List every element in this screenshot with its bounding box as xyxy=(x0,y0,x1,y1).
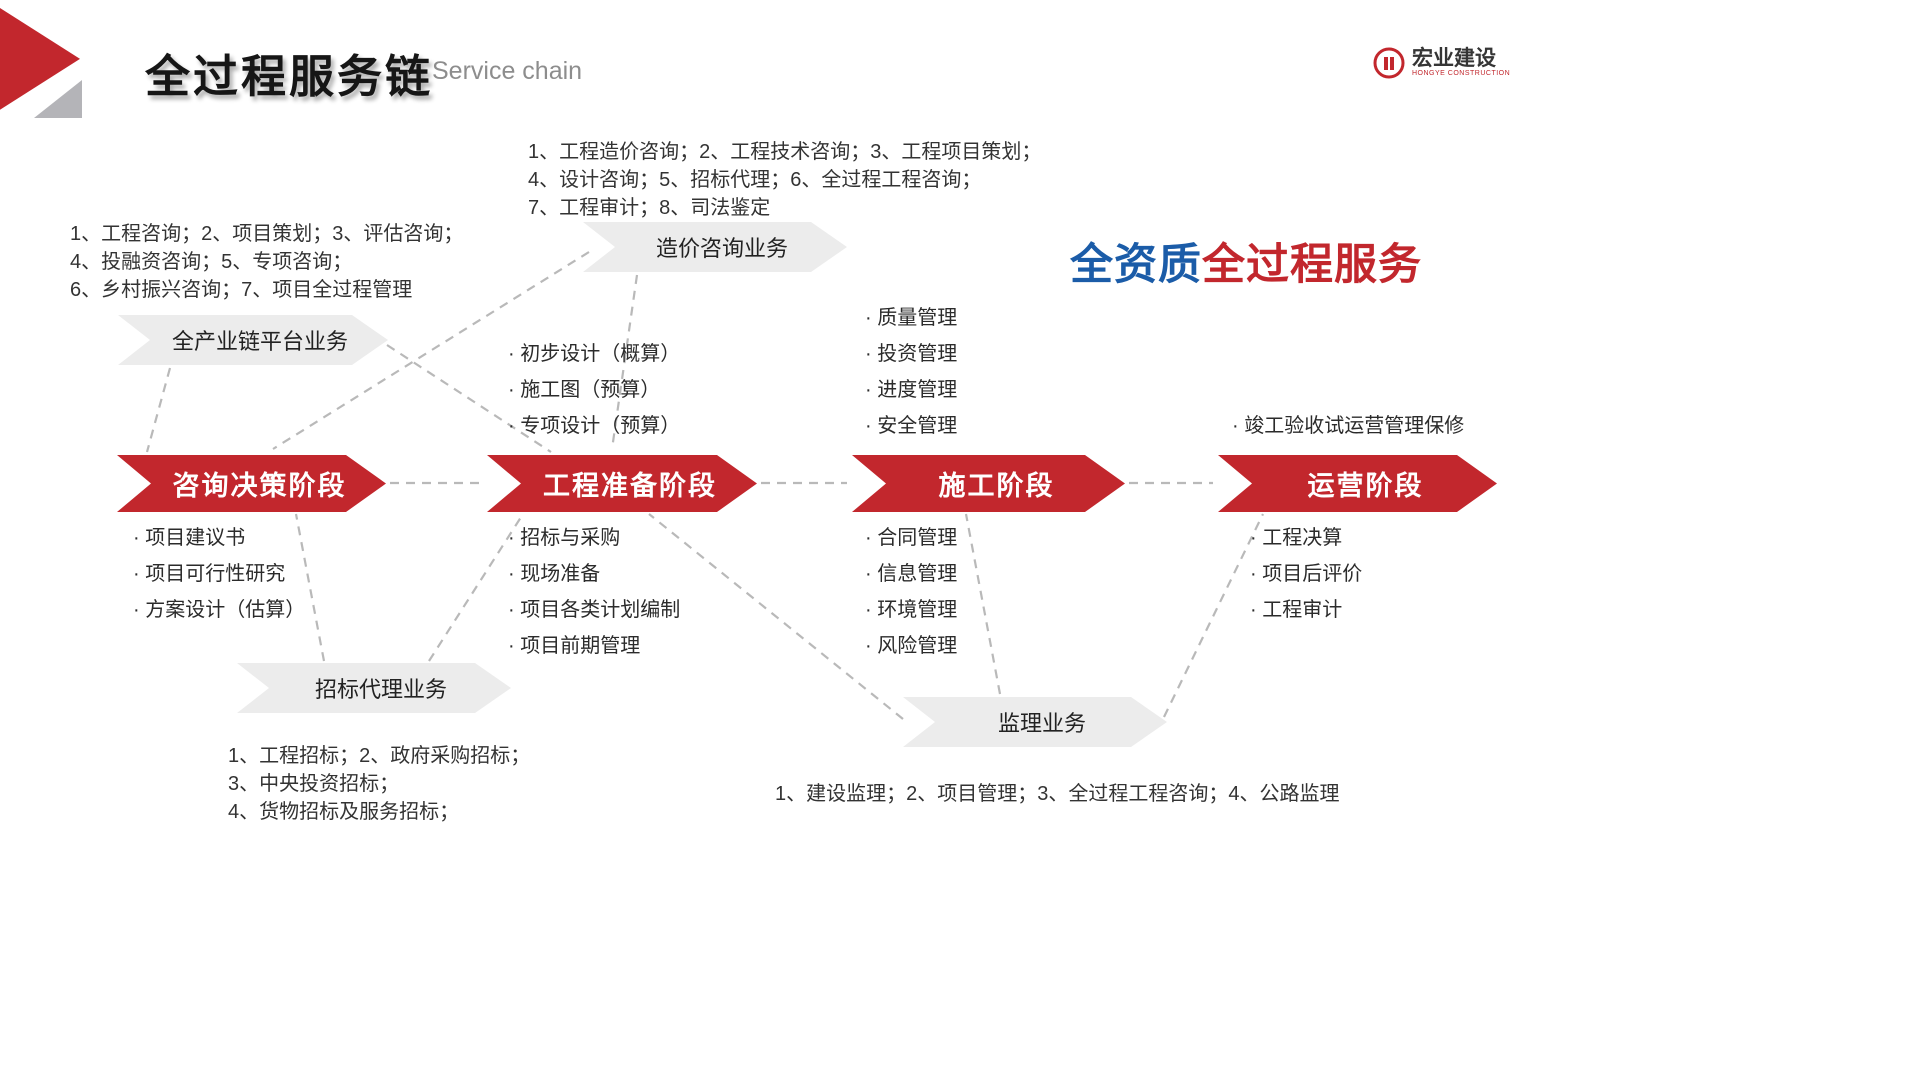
connector-platform-stage2 xyxy=(386,344,552,453)
stage2-above-list: · 初步设计（概算） · 施工图（预算） · 专项设计（预算） xyxy=(508,336,680,444)
list-item: · 合同管理 xyxy=(865,527,958,549)
banner-label: 全产业链平台业务 xyxy=(171,329,348,354)
company-logo: 宏业建设 HONGYE CONSTRUCTION xyxy=(1372,46,1510,80)
list-item: · 施工图（预算） xyxy=(508,379,661,401)
bidding-agency-note: 1、工程招标；2、政府采购招标； 3、中央投资招标； 4、货物招标及服务招标； xyxy=(228,742,530,826)
logo-subtext: HONGYE CONSTRUCTION xyxy=(1412,69,1511,77)
list-item: · 安全管理 xyxy=(865,415,958,437)
list-item: · 项目建议书 xyxy=(133,527,246,549)
list-item: · 项目后评价 xyxy=(1250,563,1363,585)
connector-supervision-stage3 xyxy=(964,513,1002,695)
stage1-below-list: · 项目建议书 · 项目可行性研究 · 方案设计（估算） xyxy=(133,520,305,628)
connector-supervision-stage4 xyxy=(1163,513,1264,718)
list-item: · 进度管理 xyxy=(865,379,958,401)
connector-cost-stage1 xyxy=(272,251,590,450)
list-item: · 初步设计（概算） xyxy=(508,343,681,365)
banner-platform-business: 全产业链平台业务 xyxy=(118,315,388,365)
note-line: 1、工程造价咨询；2、工程技术咨询；3、工程项目策划； xyxy=(528,141,1042,163)
note-line: 4、投融资咨询；5、专项咨询； xyxy=(70,251,353,273)
banner-label: 招标代理业务 xyxy=(314,677,447,702)
logo-text: 宏业建设 xyxy=(1412,46,1496,70)
stage-label: 咨询决策阶段 xyxy=(172,471,347,501)
list-item: · 工程决算 xyxy=(1250,527,1343,549)
note-line: 7、工程审计；8、司法鉴定 xyxy=(528,197,771,219)
stage2-below-list: · 招标与采购 · 现场准备 · 项目各类计划编制 · 项目前期管理 xyxy=(508,520,680,664)
stage4-above-list: · 竣工验收试运营管理保修 xyxy=(1232,408,1464,444)
stage-arrow-engineering-preparation: 工程准备阶段 xyxy=(487,455,757,512)
logo-icon xyxy=(1373,47,1405,79)
banner-label: 造价咨询业务 xyxy=(655,236,788,261)
banner-label: 监理业务 xyxy=(997,711,1086,736)
list-item: · 方案设计（估算） xyxy=(133,599,306,621)
cost-consulting-note: 1、工程造价咨询；2、工程技术咨询；3、工程项目策划； 4、设计咨询；5、招标代… xyxy=(528,138,1041,222)
stage3-below-list: · 合同管理 · 信息管理 · 环境管理 · 风险管理 xyxy=(865,520,957,664)
list-item: · 风险管理 xyxy=(865,635,958,657)
headline-red-part: 全过程服务 xyxy=(1202,241,1422,289)
stage3-above-list: · 质量管理 · 投资管理 · 进度管理 · 安全管理 xyxy=(865,300,957,444)
note-line: 1、工程咨询；2、项目策划；3、评估咨询； xyxy=(70,223,464,245)
list-item: · 信息管理 xyxy=(865,563,958,585)
headline-blue-part: 全资质 xyxy=(1070,241,1202,289)
banner-bidding-agency-business: 招标代理业务 xyxy=(237,663,511,713)
list-item: · 项目各类计划编制 xyxy=(508,599,681,621)
note-line: 1、工程招标；2、政府采购招标； xyxy=(228,745,531,767)
note-line: 1、建设监理；2、项目管理；3、全过程工程咨询；4、公路监理 xyxy=(775,783,1340,805)
stage-arrow-construction: 施工阶段 xyxy=(852,455,1125,512)
connector-bidding-stage1 xyxy=(294,513,326,662)
stage-label: 运营阶段 xyxy=(1307,471,1424,501)
banner-cost-consulting-business: 造价咨询业务 xyxy=(583,222,847,272)
list-item: · 项目可行性研究 xyxy=(133,563,286,585)
stage-label: 施工阶段 xyxy=(938,471,1055,501)
list-item: · 工程审计 xyxy=(1250,599,1343,621)
list-item: · 竣工验收试运营管理保修 xyxy=(1232,415,1465,437)
stage4-below-list: · 工程决算 · 项目后评价 · 工程审计 xyxy=(1250,520,1362,628)
stage-label: 工程准备阶段 xyxy=(543,471,717,501)
connector-supervision-stage2 xyxy=(648,513,904,720)
list-item: · 专项设计（预算） xyxy=(508,415,681,437)
stage-arrow-operation: 运营阶段 xyxy=(1218,455,1497,512)
banner-supervision-business: 监理业务 xyxy=(903,697,1167,747)
connector-platform-stage1 xyxy=(145,367,172,453)
list-item: · 环境管理 xyxy=(865,599,958,621)
platform-business-note: 1、工程咨询；2、项目策划；3、评估咨询； 4、投融资咨询；5、专项咨询； 6、… xyxy=(70,220,463,304)
note-line: 4、设计咨询；5、招标代理；6、全过程工程咨询； xyxy=(528,169,982,191)
note-line: 3、中央投资招标； xyxy=(228,773,400,795)
list-item: · 现场准备 xyxy=(508,563,601,585)
headline: 全资质全过程服务 xyxy=(1070,230,1422,292)
list-item: · 质量管理 xyxy=(865,307,958,329)
stage-arrow-consulting-decision: 咨询决策阶段 xyxy=(117,455,386,512)
note-line: 6、乡村振兴咨询；7、项目全过程管理 xyxy=(70,279,413,301)
list-item: · 项目前期管理 xyxy=(508,635,641,657)
page-subtitle: Service chain xyxy=(432,57,583,85)
connector-bidding-stage2 xyxy=(428,513,524,662)
supervision-note: 1、建设监理；2、项目管理；3、全过程工程咨询；4、公路监理 xyxy=(775,780,1340,808)
list-item: · 投资管理 xyxy=(865,343,958,365)
note-line: 4、货物招标及服务招标； xyxy=(228,801,460,823)
list-item: · 招标与采购 xyxy=(508,527,621,549)
page-title: 全过程服务链 xyxy=(145,51,434,102)
connector-cost-stage2 xyxy=(610,274,639,450)
